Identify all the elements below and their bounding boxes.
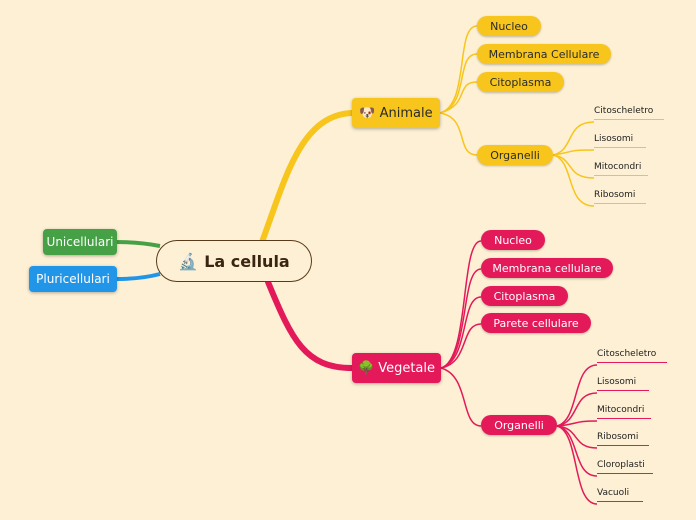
connector-root-vegetale: [265, 279, 355, 371]
vegetale-child-citoplasma[interactable]: Citoplasma: [481, 286, 568, 306]
branch-vegetale-label: Vegetale: [378, 360, 435, 376]
vegetale-organello-citoscheletro[interactable]: Citoscheletro: [597, 349, 667, 363]
animale-child-label: Nucleo: [490, 19, 528, 33]
root-label: La cellula: [204, 251, 290, 271]
vegetale-organello-mitocondri[interactable]: Mitocondri: [597, 405, 651, 419]
connector-root-pluricellulari: [115, 272, 161, 281]
connector-root-animale: [259, 110, 355, 245]
vegetale-child-membrana[interactable]: Membrana cellulare: [481, 258, 613, 278]
animale-child-organelli[interactable]: Organelli: [477, 145, 553, 165]
vegetale-organello-lisosomi[interactable]: Lisosomi: [597, 377, 649, 391]
connector-root-unicellulari: [115, 240, 161, 248]
branch-vegetale[interactable]: 🌳 Vegetale: [352, 353, 441, 383]
branch-animale[interactable]: 🐶 Animale: [352, 98, 440, 128]
vegetale-child-nucleo[interactable]: Nucleo: [481, 230, 545, 250]
vegetale-organello-ribosomi[interactable]: Ribosomi: [597, 432, 649, 446]
vegetale-child-label: Citoplasma: [493, 289, 556, 303]
topic-pluricellulari[interactable]: Pluricellulari: [29, 266, 117, 292]
vegetale-child-parete[interactable]: Parete cellulare: [481, 313, 591, 333]
animale-child-label: Organelli: [490, 148, 540, 162]
animale-organelli-connectors: [552, 121, 595, 207]
vegetale-organello-vacuoli[interactable]: Vacuoli: [597, 488, 643, 502]
vegetale-child-label: Parete cellulare: [493, 316, 579, 330]
animale-child-membrana[interactable]: Membrana Cellulare: [477, 44, 611, 64]
vegetale-organello-cloroplasti[interactable]: Cloroplasti: [597, 460, 653, 474]
topic-unicellulari[interactable]: Unicellulari: [43, 229, 117, 255]
topic-pluricellulari-label: Pluricellulari: [36, 272, 110, 286]
animale-child-label: Citoplasma: [489, 75, 552, 89]
vegetale-organelli-connectors: [556, 364, 598, 505]
microscope-icon: 🔬: [178, 251, 199, 271]
branch-animale-label: Animale: [379, 105, 433, 121]
animale-child-connectors: [439, 25, 478, 156]
vegetale-child-connectors: [440, 240, 482, 427]
dog-icon: 🐶: [359, 105, 376, 121]
tree-icon: 🌳: [358, 360, 375, 376]
animale-child-citoplasma[interactable]: Citoplasma: [477, 72, 564, 92]
animale-child-label: Membrana Cellulare: [488, 47, 600, 61]
vegetale-child-label: Membrana cellulare: [492, 261, 602, 275]
animale-child-nucleo[interactable]: Nucleo: [477, 16, 541, 36]
animale-organello-lisosomi[interactable]: Lisosomi: [594, 134, 646, 148]
vegetale-child-label: Nucleo: [494, 233, 532, 247]
animale-organello-ribosomi[interactable]: Ribosomi: [594, 190, 646, 204]
animale-organello-citoscheletro[interactable]: Citoscheletro: [594, 106, 664, 120]
topic-unicellulari-label: Unicellulari: [46, 235, 114, 249]
vegetale-child-label: Organelli: [494, 418, 544, 432]
animale-organello-mitocondri[interactable]: Mitocondri: [594, 162, 648, 176]
vegetale-child-organelli[interactable]: Organelli: [481, 415, 557, 435]
root-topic[interactable]: 🔬 La cellula: [156, 240, 312, 282]
